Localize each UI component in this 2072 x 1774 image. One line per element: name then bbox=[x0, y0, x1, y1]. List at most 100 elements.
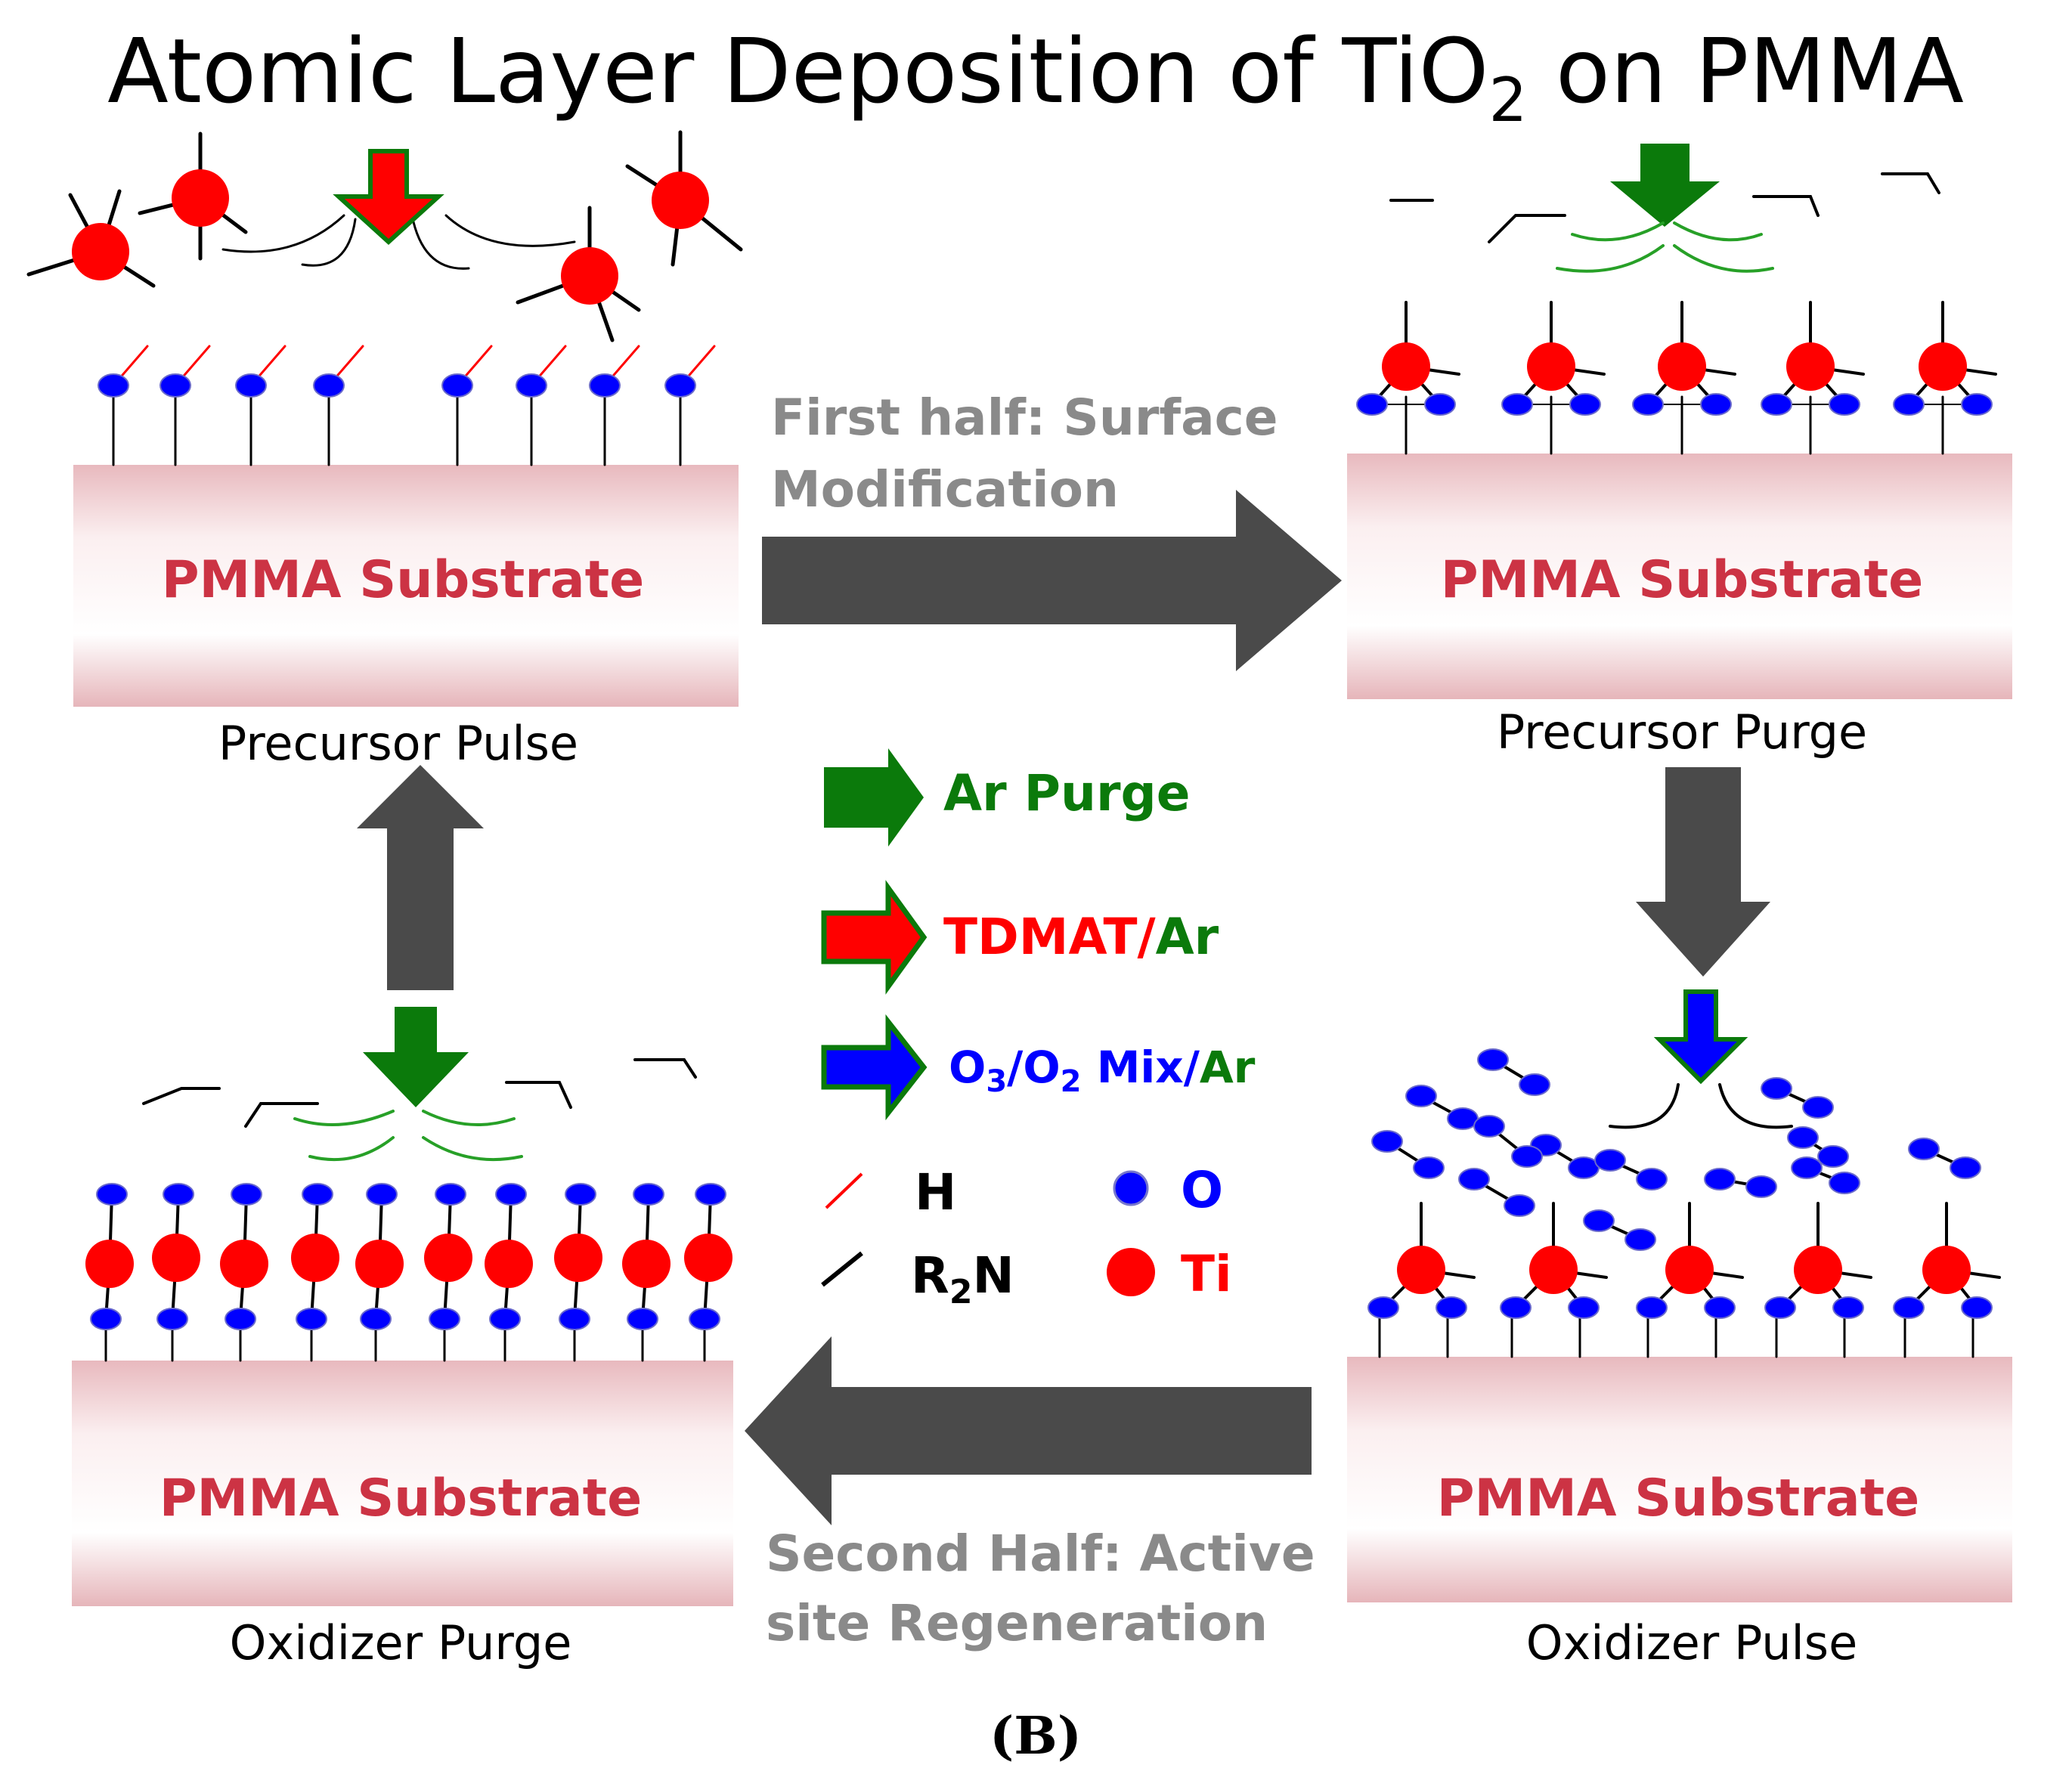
oxygen-atom bbox=[1761, 393, 1792, 416]
oxygen-atom bbox=[1436, 1296, 1467, 1319]
tdmat-pulse-arrow bbox=[333, 149, 444, 246]
oxygen-atom bbox=[1832, 1296, 1864, 1319]
oxygen-atom bbox=[1829, 1172, 1860, 1194]
oxygen-atom bbox=[565, 1183, 596, 1206]
oxygen-atom bbox=[366, 1183, 398, 1206]
ozone-pulse-arrow bbox=[1653, 989, 1748, 1085]
oxygen-atom bbox=[1802, 1096, 1834, 1119]
purge-flow bbox=[1556, 244, 1665, 273]
flow-curve bbox=[301, 218, 357, 267]
purge-flow bbox=[1673, 244, 1774, 273]
leaving-group bbox=[633, 1058, 697, 1079]
titanium-atom bbox=[1665, 1246, 1714, 1294]
oxygen-atom bbox=[1908, 1138, 1940, 1160]
oxygen-atom bbox=[1829, 393, 1860, 416]
oxygen-atom bbox=[435, 1183, 466, 1206]
leaving-group bbox=[1752, 195, 1820, 217]
oxygen-atom bbox=[1447, 1107, 1479, 1130]
legend-oxygen-icon bbox=[1113, 1170, 1149, 1206]
titanium-atom bbox=[1527, 342, 1575, 391]
oxygen-atom bbox=[429, 1308, 460, 1330]
legend-ti-label: Ti bbox=[1181, 1245, 1232, 1303]
legend-tdmat-label: TDMAT/Ar bbox=[943, 908, 1219, 966]
arrow-up bbox=[357, 765, 484, 990]
oxygen-atom bbox=[1424, 393, 1456, 416]
oxygen-atom bbox=[1413, 1156, 1445, 1179]
caption-oxidizer-purge: Oxidizer Purge bbox=[230, 1615, 572, 1670]
legend-r2n-bond-icon bbox=[821, 1251, 863, 1287]
oxygen-atom bbox=[1745, 1175, 1777, 1198]
oxygen-atom bbox=[1371, 1130, 1403, 1153]
oxygen-atom bbox=[664, 373, 696, 398]
substrate-label-top-left: PMMA Substrate bbox=[162, 550, 645, 610]
ar-purge-arrow bbox=[1610, 144, 1720, 227]
legend-ozone-icon bbox=[821, 1014, 928, 1121]
titanium-atom bbox=[1794, 1246, 1842, 1294]
purge-flow bbox=[1571, 221, 1665, 242]
oxygen-atom bbox=[1893, 1296, 1925, 1319]
oxygen-atom bbox=[156, 1308, 188, 1330]
titanium-atom bbox=[220, 1240, 268, 1288]
legend-titanium-icon bbox=[1107, 1248, 1155, 1296]
titanium-atom bbox=[1529, 1246, 1578, 1294]
titanium-atom bbox=[1658, 342, 1706, 391]
oxygen-atom bbox=[302, 1183, 333, 1206]
titanium-atom bbox=[561, 247, 618, 305]
oxygen-atom bbox=[1367, 1296, 1399, 1319]
legend-h-bond-icon bbox=[825, 1172, 863, 1209]
oxygen-atom bbox=[1504, 1194, 1535, 1217]
oxygen-atom bbox=[360, 1308, 392, 1330]
titanium-atom bbox=[424, 1234, 472, 1282]
oxygen-atom bbox=[1519, 1073, 1550, 1096]
substrate-bottom-left bbox=[72, 1361, 733, 1606]
titanium-atom bbox=[485, 1240, 533, 1288]
oxygen-atom bbox=[589, 373, 621, 398]
flow-curve bbox=[410, 214, 470, 270]
substrate-top-right bbox=[1347, 454, 2012, 699]
diagram-title: Atomic Layer Deposition of TiO2 on PMMA bbox=[107, 19, 1964, 135]
purge-flow bbox=[422, 1136, 523, 1162]
titanium-atom bbox=[172, 169, 229, 227]
oxygen-atom bbox=[1594, 1149, 1626, 1172]
flow-curve bbox=[444, 214, 576, 247]
titanium-atom bbox=[291, 1234, 339, 1282]
leaving-group bbox=[244, 1102, 319, 1128]
oxygen-atom bbox=[1501, 393, 1533, 416]
oxygen-atom bbox=[1569, 393, 1601, 416]
leaving-group bbox=[1881, 172, 1940, 194]
oxygen-atom bbox=[1568, 1296, 1600, 1319]
oxygen-atom bbox=[627, 1308, 658, 1330]
oxygen-atom bbox=[235, 373, 267, 398]
oxygen-atom bbox=[1791, 1156, 1823, 1179]
titanium-atom bbox=[1919, 342, 1967, 391]
oxygen-atom bbox=[1583, 1209, 1615, 1232]
oxygen-atom bbox=[1636, 1296, 1668, 1319]
oxygen-atom bbox=[1961, 1296, 1993, 1319]
oxygen-atom bbox=[90, 1308, 122, 1330]
oxygen-atom bbox=[1632, 393, 1664, 416]
titanium-atom bbox=[1397, 1246, 1445, 1294]
titanium-atom bbox=[152, 1234, 200, 1282]
caption-precursor-pulse: Precursor Pulse bbox=[218, 716, 578, 771]
purge-flow bbox=[422, 1110, 516, 1126]
purge-flow bbox=[308, 1136, 395, 1162]
substrate-bottom-right bbox=[1347, 1357, 2012, 1602]
flow-curve bbox=[1609, 1083, 1680, 1129]
legend-ar-purge-icon bbox=[824, 748, 924, 847]
legend-ozone-label: O3/O2 Mix/Ar bbox=[949, 1042, 1256, 1099]
oxygen-atom bbox=[1761, 1077, 1792, 1100]
oxygen-atom bbox=[1500, 1296, 1532, 1319]
titanium-atom bbox=[1922, 1246, 1971, 1294]
legend-tdmat-icon bbox=[821, 880, 928, 995]
oxygen-atom bbox=[1624, 1228, 1656, 1251]
titanium-atom bbox=[652, 172, 709, 229]
purge-flow bbox=[1673, 221, 1763, 242]
titanium-atom bbox=[554, 1234, 602, 1282]
caption-oxidizer-pulse: Oxidizer Pulse bbox=[1526, 1615, 1857, 1670]
oxygen-atom bbox=[96, 1183, 128, 1206]
oxygen-atom bbox=[160, 373, 191, 398]
substrate-top-left bbox=[73, 465, 739, 707]
oxygen-atom bbox=[1787, 1126, 1819, 1149]
titanium-atom bbox=[72, 223, 129, 280]
